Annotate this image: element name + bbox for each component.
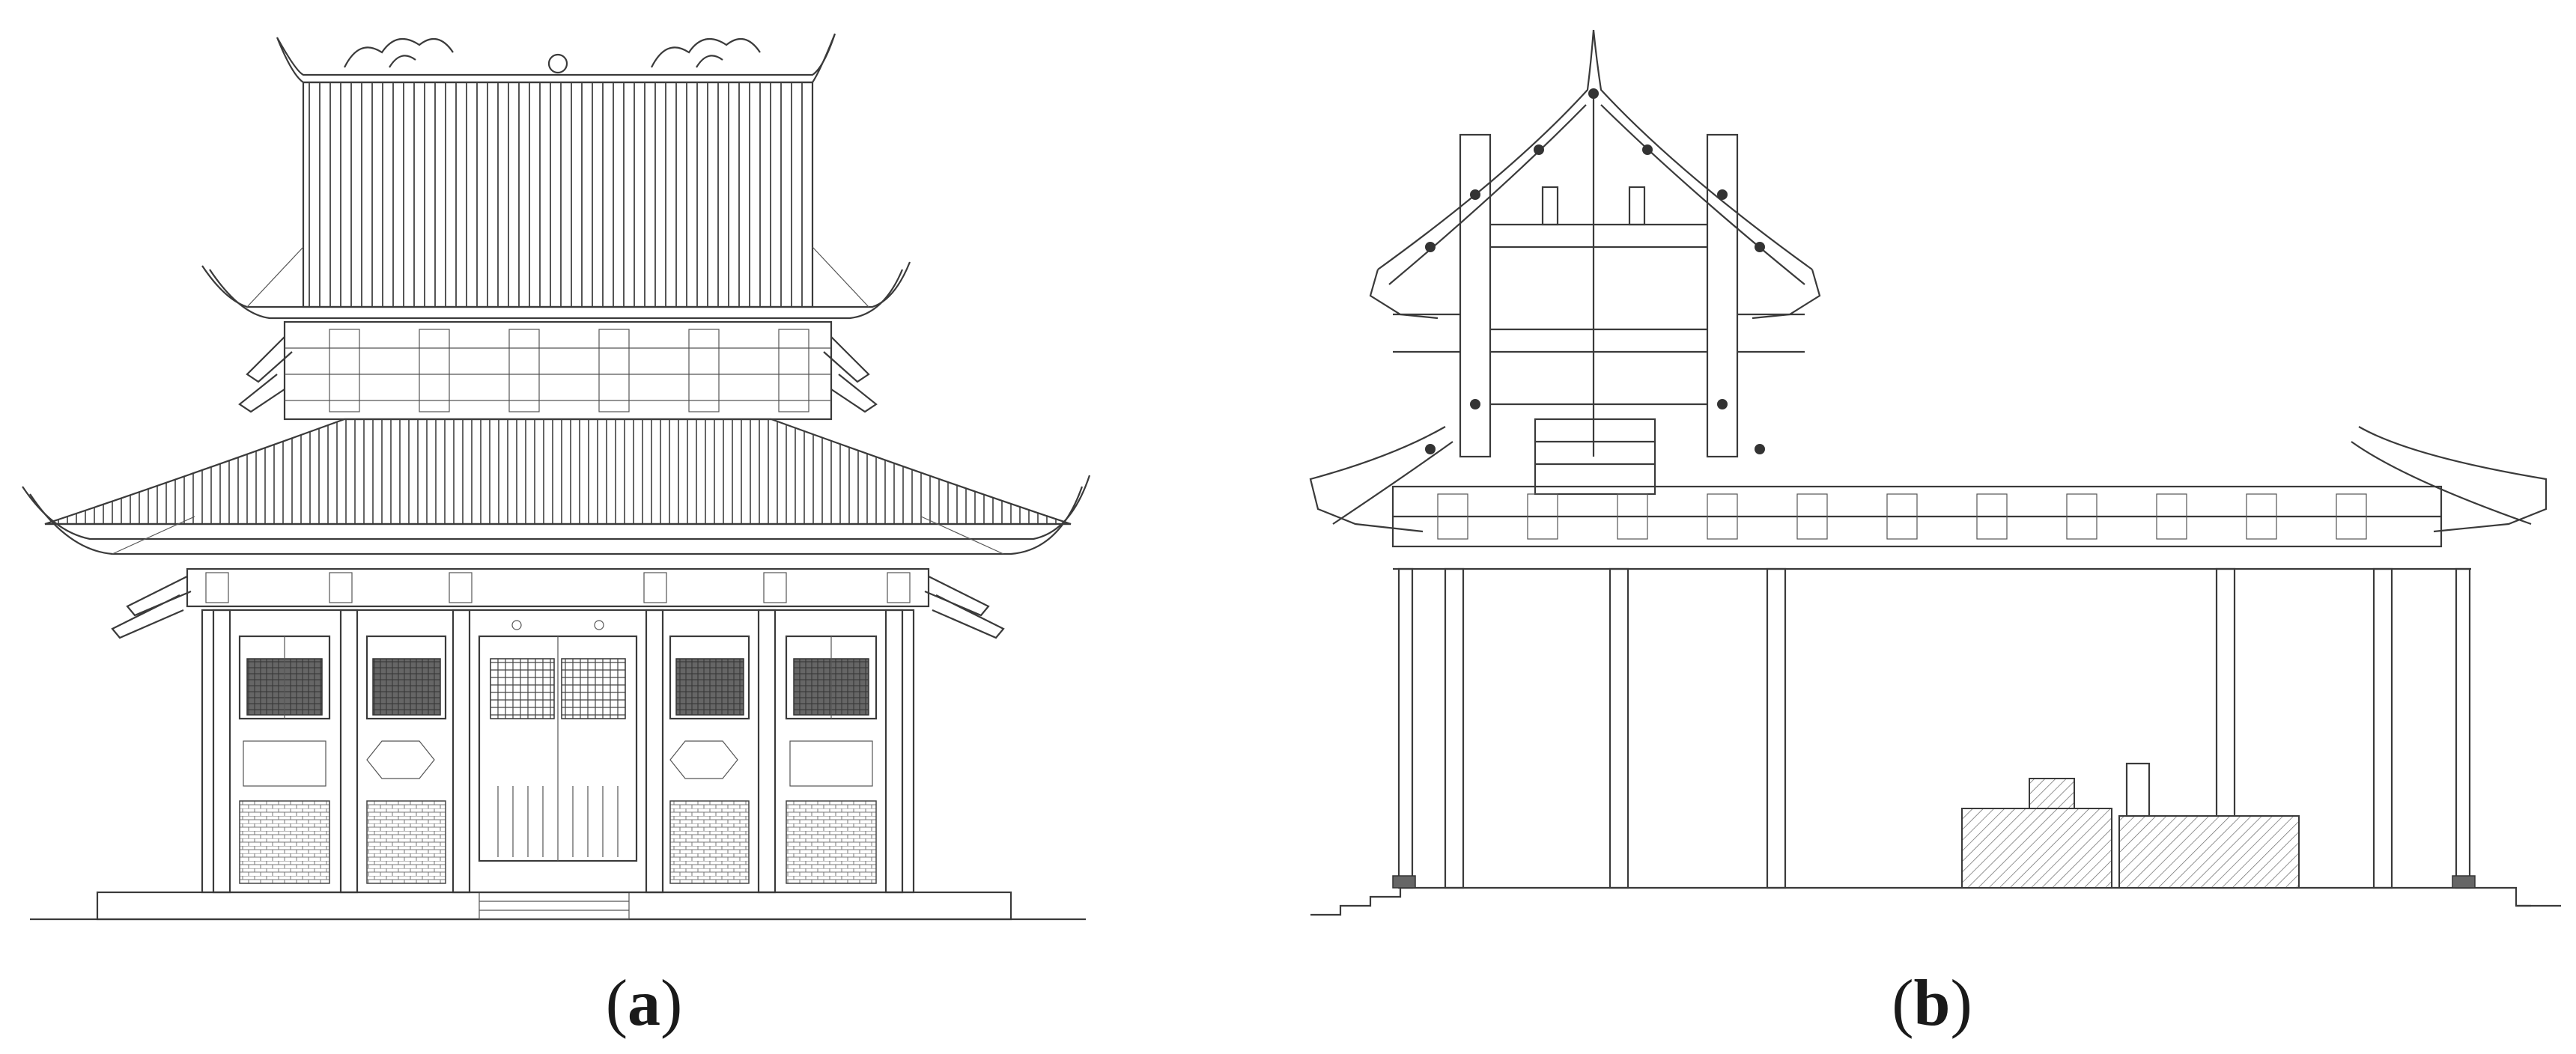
- window-left-1: [238, 635, 331, 720]
- central-coffer: [1534, 418, 1656, 496]
- lower-wall-panels: [239, 740, 877, 884]
- gable-roof: [1369, 29, 1821, 320]
- joint-pegs: [1425, 88, 1765, 454]
- section-bracket-band: [1391, 485, 2443, 548]
- column-plinths: [1392, 875, 2476, 889]
- panel-b-caption: (b): [1892, 967, 1972, 1040]
- section-columns: [1393, 567, 2471, 889]
- panel-a-caption: (a): [605, 967, 683, 1040]
- window-left-2: [365, 635, 447, 720]
- front-steps: [479, 892, 630, 920]
- panel-a-front-elevation: (a): [22, 33, 1091, 1040]
- timber-frame: [1393, 90, 1805, 458]
- ridge-pearl: [547, 53, 568, 74]
- base-platform: [96, 891, 1012, 921]
- section-ground: [1310, 886, 2561, 916]
- window-right-1: [785, 635, 878, 720]
- central-door: [478, 620, 638, 862]
- facade: [201, 609, 915, 894]
- lower-bracket-tier: [111, 567, 1005, 639]
- ridge-dragon-ornament-left: [344, 37, 454, 68]
- lower-roof-eaves: [1309, 426, 2548, 533]
- columns: [212, 609, 904, 894]
- upper-bracket-tier: [238, 320, 878, 421]
- panel-b-section: (b): [1288, 0, 2576, 1054]
- upper-roof: [201, 33, 911, 320]
- section-drawing: [1309, 29, 2561, 916]
- lower-roof: [22, 418, 1091, 555]
- altar-platform: [1961, 762, 2300, 889]
- elevation-drawing: [22, 33, 1091, 921]
- ridge-dragon-ornament-right: [651, 37, 761, 68]
- window-right-2: [669, 635, 750, 720]
